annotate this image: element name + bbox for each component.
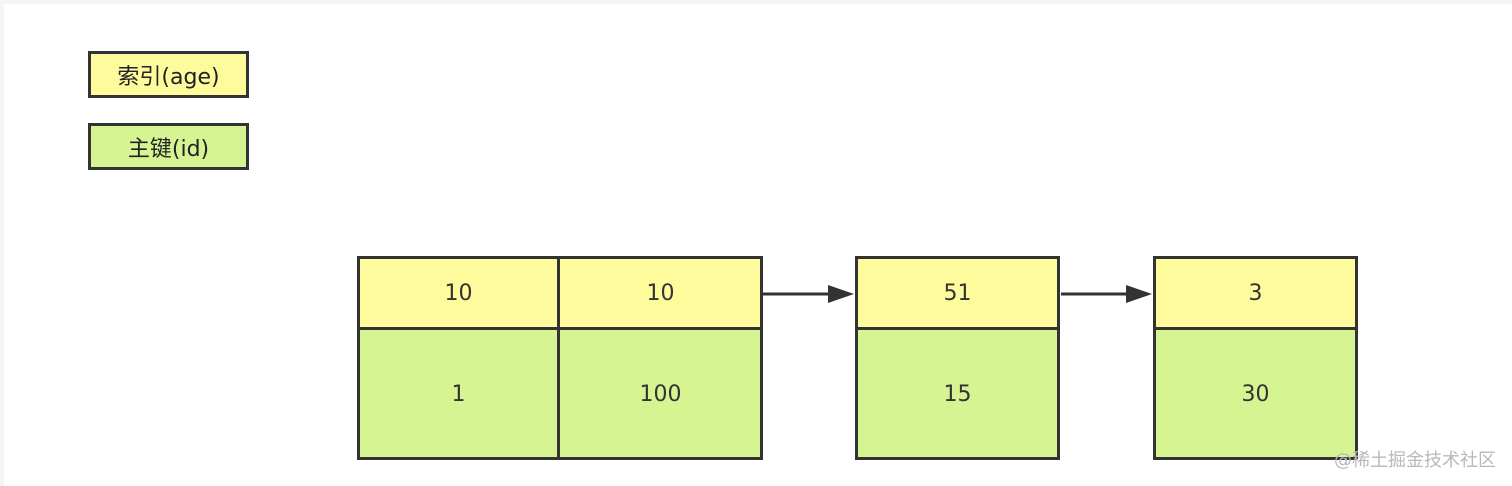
arrow-node-2-to-node-3 <box>1061 285 1152 303</box>
node-1-key-2: 10 <box>559 257 762 329</box>
watermark-text: @稀土掘金技术社区 <box>1334 450 1496 471</box>
node-3-key-1: 3 <box>1154 257 1357 329</box>
node-1-row-divider <box>358 327 762 330</box>
node-2-value-1: 15 <box>856 329 1059 459</box>
node-2-key-1: 51 <box>856 257 1059 329</box>
node-3-row-divider <box>1154 327 1357 330</box>
node-3-value-1: 30 <box>1154 329 1357 459</box>
node-1-value-2: 100 <box>559 329 762 459</box>
legend-primary-key-label: 主键(id) <box>127 136 210 162</box>
legend-index-label: 索引(age) <box>117 64 220 90</box>
arrow-node-1-to-node-2 <box>763 285 854 303</box>
legend-index-age: 索引(age) <box>88 51 249 98</box>
node-1-key-1: 10 <box>358 257 559 329</box>
node-2-row-divider <box>856 327 1059 330</box>
node-1-column-divider <box>557 257 560 459</box>
node-1-value-1: 1 <box>358 329 559 459</box>
legend-primary-key-id: 主键(id) <box>88 123 249 170</box>
